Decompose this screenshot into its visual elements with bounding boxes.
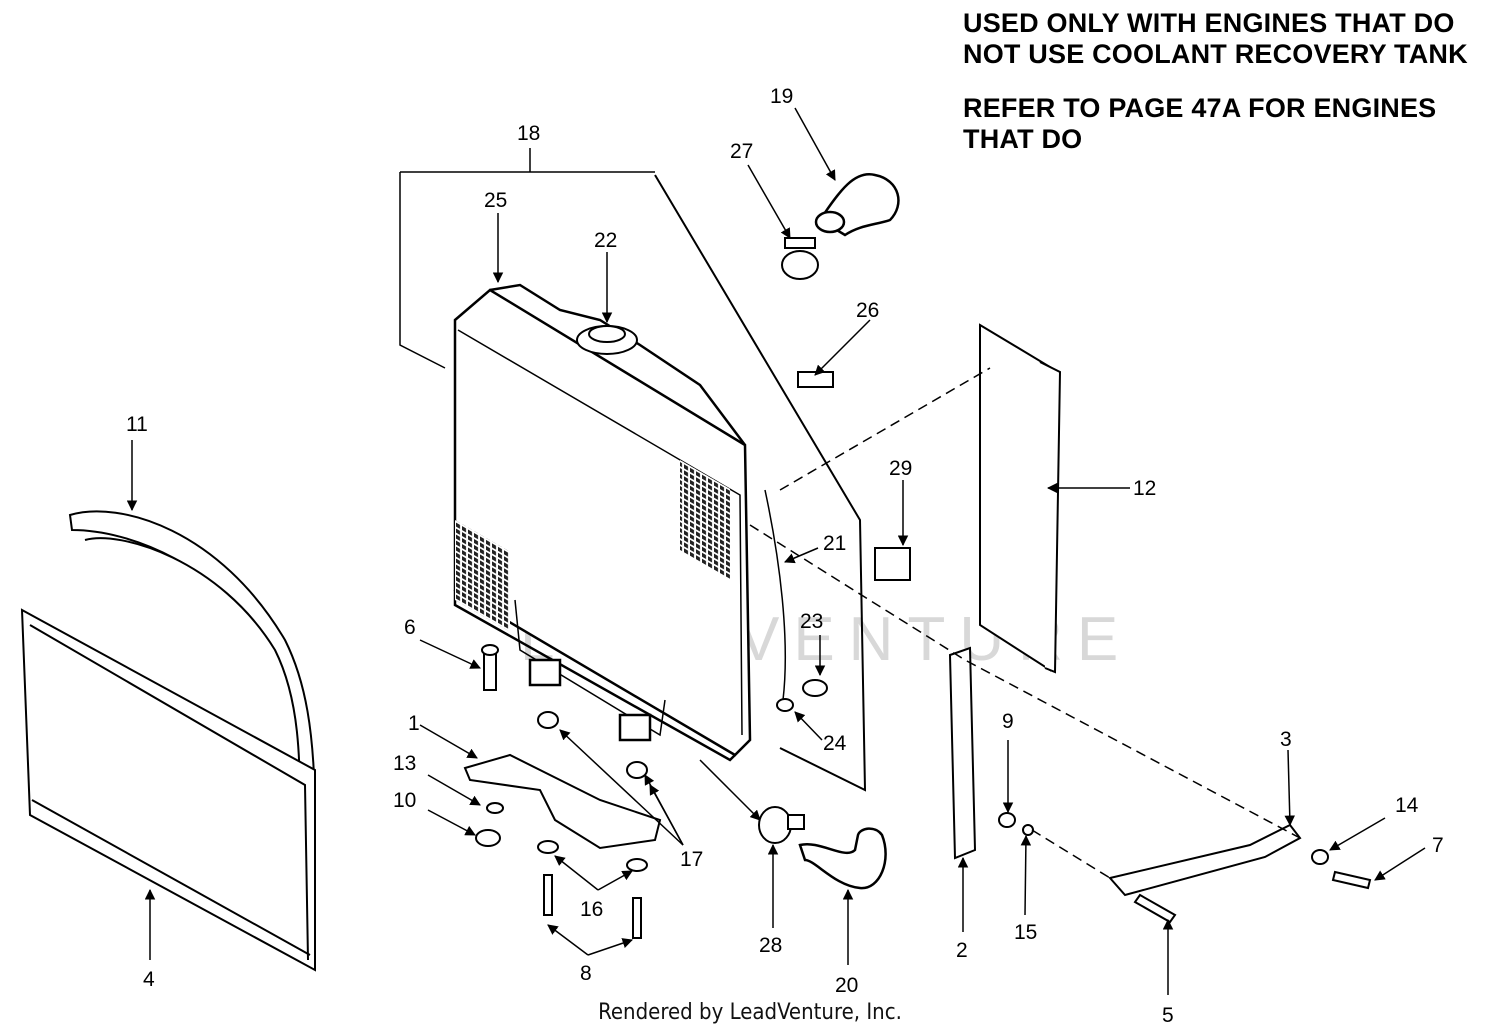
callout-12: 12 [1133,477,1156,500]
radiator-core [453,283,752,762]
callout-6: 6 [404,616,416,639]
leader-lines [126,107,1426,995]
upper-clamp [781,237,819,280]
callout-22: 22 [594,229,617,252]
callout-11: 11 [126,413,148,436]
callout-29: 29 [889,457,912,480]
shroud-panel [654,174,867,792]
callout-8: 8 [580,962,592,985]
callout-27: 27 [730,140,753,163]
callout-9: 9 [1002,710,1014,733]
usage-note: USED ONLY WITH ENGINES THAT DO NOT USE C… [963,8,1468,70]
lower-hose [798,827,887,890]
callout-7: 7 [1432,834,1444,857]
callout-10: 10 [393,789,416,812]
callout-1: 1 [408,712,420,735]
brace-bar [1108,823,1302,897]
radiator-cap [576,325,638,355]
callout-16: 16 [580,898,603,921]
callout-28: 28 [759,934,782,957]
callout-15: 15 [1014,921,1037,944]
upper-hose [814,172,900,237]
reference-note-line1: REFER TO PAGE 47A FOR ENGINES [963,93,1437,123]
callout-3: 3 [1280,728,1292,751]
reference-note: REFER TO PAGE 47A FOR ENGINES THAT DO [963,93,1436,155]
callout-5: 5 [1162,1004,1174,1027]
callout-13: 13 [393,752,416,775]
callout-14: 14 [1395,794,1419,817]
callout-4: 4 [143,968,155,991]
usage-note-line1: USED ONLY WITH ENGINES THAT DO [963,8,1455,38]
callout-2: 2 [956,939,968,962]
footer-credit: Rendered by LeadVenture, Inc. [598,1000,902,1025]
callout-20: 20 [835,974,858,997]
lower-clamp [758,806,805,844]
mounting-bracket [463,753,662,850]
callout-26: 26 [856,299,879,322]
reference-note-line2: THAT DO [963,124,1083,154]
alignment-lines [749,367,1301,879]
side-panel [979,323,1062,674]
vertical-bracket [948,646,977,860]
callout-17: 17 [680,848,703,871]
callout-24: 24 [823,732,847,755]
callout-25: 25 [484,189,507,212]
callout-23: 23 [800,610,823,633]
callout-18: 18 [517,122,540,145]
callout-21: 21 [823,532,846,555]
callout-19: 19 [770,85,793,108]
screen-and-seal [20,510,317,972]
usage-note-line2: NOT USE COOLANT RECOVERY TANK [963,39,1468,69]
hardware [475,371,1372,939]
